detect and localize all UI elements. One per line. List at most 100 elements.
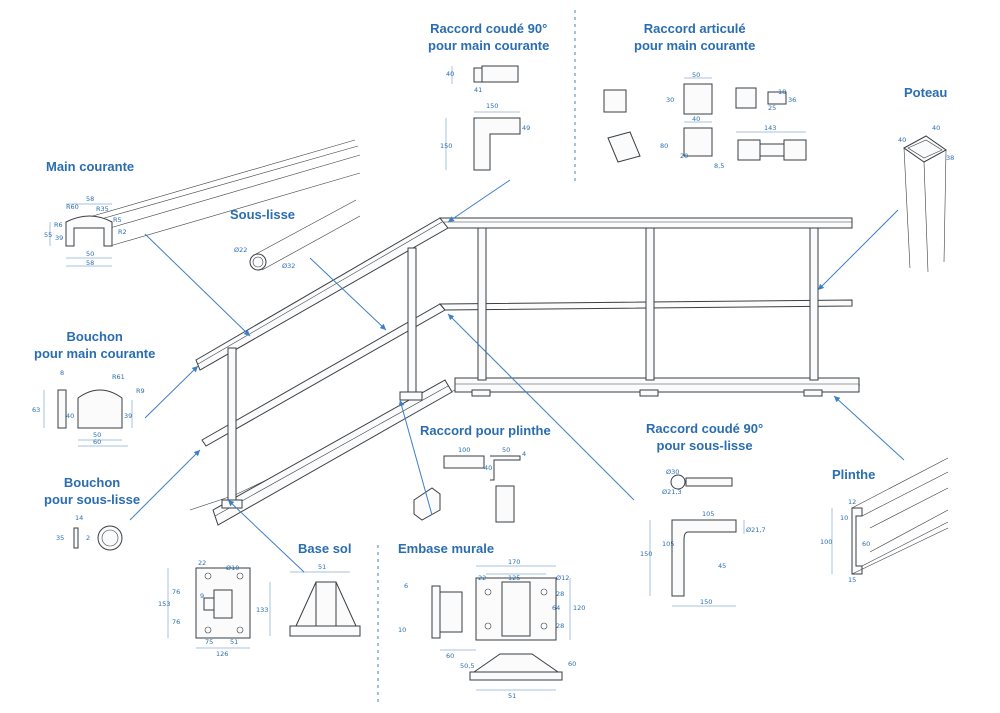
label-sous-lisse: Sous-lisse	[230, 207, 296, 222]
label-main-courante: Main courante	[46, 159, 135, 174]
dim-mc-7: R5	[113, 216, 122, 224]
dim-mc-9: 50	[86, 250, 94, 258]
sous-lisse-drawing	[249, 199, 361, 271]
dim-ra-8: 20	[680, 152, 688, 160]
dim-ra-10: 143	[764, 124, 776, 132]
dim-bmc-2: R9	[136, 387, 145, 395]
dim-rcsl-3: Ø21,7	[746, 526, 766, 534]
dim-bmc-7: 60	[93, 438, 101, 446]
dim-emb-1: 170	[508, 558, 520, 566]
dim-base-8: 51	[230, 638, 238, 646]
dim-rcsl-6: 105	[662, 540, 674, 548]
label-base-sol: Base sol	[298, 541, 352, 556]
dim-base-4: 76	[172, 588, 180, 596]
raccord-plinthe-drawing	[413, 455, 521, 523]
dim-pl-1: 12	[848, 498, 856, 506]
dim-emb-8: 28	[556, 590, 564, 598]
dim-mc-2: R60	[66, 203, 79, 211]
dim-rcsl-4: 105	[702, 510, 714, 518]
dim-ra-5: 25	[768, 104, 776, 112]
dim-emb-9: 28	[556, 622, 564, 630]
dim-rcmc-4: 49	[522, 124, 530, 132]
raccord-coude-sl-drawing	[649, 474, 745, 607]
base-sol-drawing	[167, 567, 361, 649]
bouchon-mc-drawing	[43, 389, 133, 447]
leader-lines	[129, 179, 905, 573]
dim-pot-1: 40	[932, 124, 940, 132]
dim-pl-4: 60	[862, 540, 870, 548]
dim-emb-4: Ø12	[556, 574, 569, 582]
label-bouchon-main-courante: Bouchon pour main courante	[34, 329, 156, 361]
dim-emb-13: 60	[568, 660, 576, 668]
dim-pl-5: 15	[848, 576, 856, 584]
dim-rp-2: 50	[502, 446, 510, 454]
dim-bmc-3: 63	[32, 406, 40, 414]
dim-mc-8: R2	[118, 228, 127, 236]
dim-emb-12: 50,5	[460, 662, 474, 670]
dim-emb-7: 64	[552, 604, 560, 612]
dim-bmc-8: 8	[60, 369, 64, 377]
label-embase-murale: Embase murale	[398, 541, 495, 556]
raccord-articule-drawing	[603, 77, 807, 163]
dim-base-9: 126	[216, 650, 228, 658]
dim-bmc-5: 39	[124, 412, 132, 420]
raccord-coude-mc-drawing	[445, 65, 521, 171]
dim-mc-10: 58	[86, 259, 94, 267]
label-plinthe: Plinthe	[832, 467, 876, 482]
dim-pot-2: 40	[898, 136, 906, 144]
railing-assembly	[189, 217, 860, 526]
embase-murale-drawing	[431, 565, 571, 691]
dim-base-7: 75	[205, 638, 213, 646]
dim-rcsl-7: 45	[718, 562, 726, 570]
label-raccord-coude-sous-lisse: Raccord coudé 90° pour sous-lisse	[646, 421, 764, 453]
dim-mc-3: R35	[96, 205, 109, 213]
dim-base-2: Ø10	[226, 564, 239, 572]
dim-emb-6: 120	[573, 604, 585, 612]
dim-rcsl-8: 150	[700, 598, 712, 606]
dim-rp-4: 4	[522, 450, 526, 458]
dim-pl-2: 10	[840, 514, 848, 522]
dim-pot-3: 38	[946, 154, 954, 162]
dim-bmc-4: 40	[66, 412, 74, 420]
main-courante-drawing	[49, 139, 361, 267]
dim-emb-11: 60	[446, 652, 454, 660]
dim-ra-1: 50	[692, 71, 700, 79]
dim-ra-9: 8,5	[714, 162, 724, 170]
dim-sl-2: Ø32	[282, 262, 295, 270]
dim-emb-14: 51	[508, 692, 516, 700]
dim-mc-6: 39	[55, 234, 63, 242]
dim-mc-4: R6	[54, 221, 63, 229]
dim-bsl-2: 35	[56, 534, 64, 542]
dim-ra-2: 30	[666, 96, 674, 104]
dim-bsl-1: 14	[75, 514, 83, 522]
dim-ra-3: 36	[788, 96, 796, 104]
dim-rcsl-2: Ø21,3	[662, 488, 682, 496]
dim-rcmc-2: 41	[474, 86, 482, 94]
dim-rcmc-3: 150	[486, 102, 498, 110]
dim-emb-3: 22	[478, 574, 486, 582]
dim-emb-2: 125	[508, 574, 520, 582]
dim-base-1: 22	[198, 559, 206, 567]
dim-emb-5: 6	[404, 582, 408, 590]
dim-ra-4: 18	[778, 88, 786, 96]
dim-pl-3: 100	[820, 538, 832, 546]
dim-mc-5: 55	[44, 231, 52, 239]
dim-base-5: 76	[172, 618, 180, 626]
dim-base-11: 133	[256, 606, 268, 614]
dim-base-10: 51	[318, 563, 326, 571]
label-raccord-plinthe: Raccord pour plinthe	[420, 423, 551, 438]
bouchon-sl-drawing	[73, 525, 123, 551]
dim-base-3: 153	[158, 600, 170, 608]
label-raccord-articule: Raccord articulé pour main courante	[634, 21, 756, 53]
dim-bmc-6: 50	[93, 431, 101, 439]
dim-base-6: 9	[200, 592, 204, 600]
dim-bsl-3: 2	[86, 534, 90, 542]
dim-bmc-1: R61	[112, 373, 125, 381]
dim-ra-7: 80	[660, 142, 668, 150]
dim-rcsl-1: Ø30	[666, 468, 679, 476]
poteau-drawing	[903, 135, 947, 273]
dim-rcmc-1: 40	[446, 70, 454, 78]
dim-ra-6: 40	[692, 115, 700, 123]
dim-rp-1: 100	[458, 446, 470, 454]
